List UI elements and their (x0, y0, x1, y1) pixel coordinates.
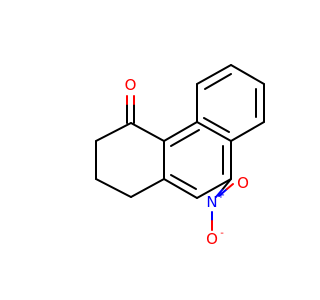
ketone-oxygen-label: O (125, 76, 137, 94)
bond-c10-c10a (163, 178, 198, 199)
skeletal-bonds (95, 64, 265, 199)
bond-inner-c5-c6 (204, 73, 232, 90)
bond-c4a-c4 (130, 122, 165, 142)
bond-c2-c1 (95, 178, 132, 198)
bond-c5-c6 (196, 64, 232, 85)
bond-c9-n-black (221, 178, 232, 191)
bond-c9-n-blue (215, 189, 223, 198)
bond-inner-c4a-c4b (170, 129, 200, 147)
bond-c6-c7 (230, 64, 265, 85)
nitro-oxygen-single-label: O (206, 230, 218, 248)
nitro-group: N + O O - (206, 174, 249, 248)
nitro-oxygen-single-charge: - (220, 228, 224, 239)
bond-inner-c8a-c4b (203, 117, 230, 133)
nitro-nitrogen-label: N (206, 193, 217, 211)
bond-c1-c10a (130, 178, 165, 198)
ketone-group: O (125, 76, 137, 124)
bond-c8-c8a (230, 121, 265, 142)
bond-c4b-c8a (196, 121, 232, 142)
bond-c4a-c4b (163, 121, 198, 142)
bond-c4-c3 (95, 122, 132, 142)
nitro-oxygen-double-label: O (237, 174, 249, 192)
bond-inner-c10-c10a (170, 174, 197, 190)
bond-c9-c10 (196, 178, 232, 199)
bond-n-o-double-a-red (226, 183, 234, 190)
bond-n-o-double-a-blue (218, 188, 228, 197)
molecule-structure: O N + O O - (95, 64, 265, 248)
